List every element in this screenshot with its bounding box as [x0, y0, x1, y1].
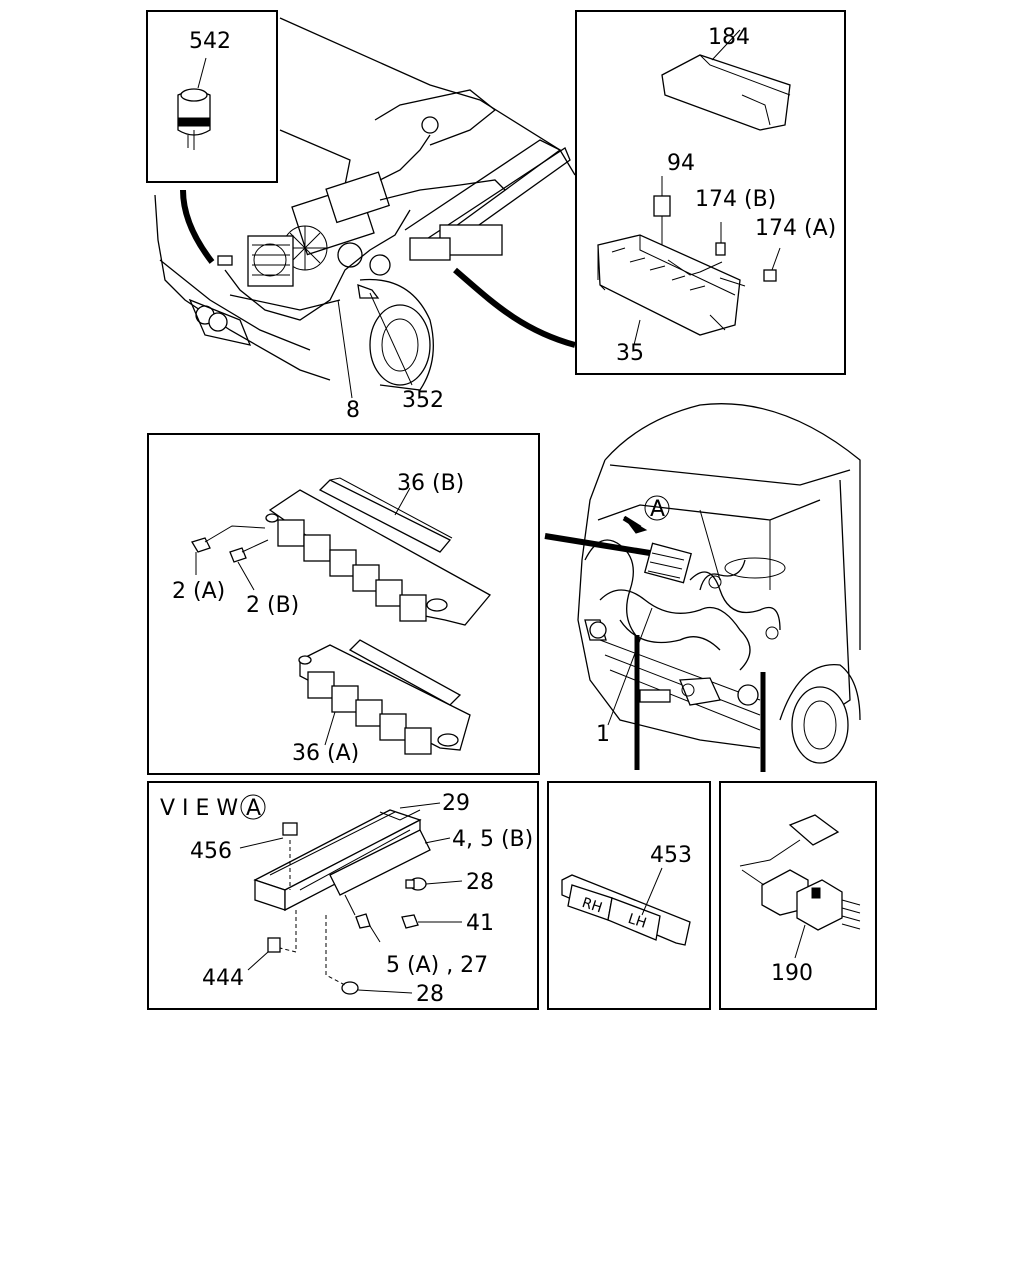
label-35: 35	[616, 341, 644, 366]
inset-453: RH LH 453	[547, 781, 711, 1010]
label-174b: 174 (B)	[695, 187, 776, 212]
inset-relay-frame	[575, 10, 846, 375]
relay-row-36b	[277, 519, 427, 622]
label-174a: 174 (A)	[755, 216, 836, 241]
label-lh: LH	[626, 911, 648, 932]
inset-relay-box: 184 94 174 (B) 174 (A) 35	[575, 10, 846, 375]
label-36b: 36 (B)	[397, 471, 464, 496]
label-1: 1	[596, 722, 610, 747]
label-rh: RH	[580, 895, 604, 916]
inset-542-frame	[146, 10, 278, 183]
label-29: 29	[442, 791, 470, 816]
label-28-lower: 28	[416, 982, 444, 1007]
view-a-marker: A	[650, 497, 665, 522]
label-41: 41	[466, 911, 494, 936]
inset-190-frame	[719, 781, 877, 1010]
inset-relay-holders: 36 (B) 2 (A) 2 (B) 36 (A)	[147, 433, 540, 775]
label-542: 542	[189, 29, 231, 54]
label-94: 94	[667, 151, 695, 176]
label-352: 352	[402, 388, 444, 413]
truck-cab-illustration	[577, 403, 861, 772]
label-456: 456	[190, 839, 232, 864]
view-a-title: V I E W	[160, 796, 238, 821]
engine-bay-illustration	[154, 17, 576, 399]
label-2b: 2 (B)	[246, 593, 299, 618]
label-45b: 4, 5 (B)	[452, 827, 533, 852]
inset-view-a: V I E W A 456 29 4, 5 (B) 28 41 5 (A) , …	[147, 781, 539, 1010]
inset-190: 190	[719, 781, 877, 1010]
label-8: 8	[346, 398, 360, 423]
label-190: 190	[771, 961, 813, 986]
label-444: 444	[202, 966, 244, 991]
label-5a27: 5 (A) , 27	[386, 953, 488, 978]
view-a-circle-letter: A	[246, 796, 261, 821]
label-453: 453	[650, 843, 692, 868]
label-36a: 36 (A)	[292, 741, 359, 766]
pointer-arrow-36	[544, 533, 651, 556]
view-a-frame	[147, 781, 539, 1010]
label-2a: 2 (A)	[172, 579, 225, 604]
relay-row-36a	[307, 671, 432, 755]
inset-36-frame	[147, 433, 540, 775]
label-184: 184	[708, 25, 750, 50]
label-28-upper: 28	[466, 870, 494, 895]
inset-542: 542	[146, 10, 278, 183]
inset-453-frame	[547, 781, 711, 1010]
